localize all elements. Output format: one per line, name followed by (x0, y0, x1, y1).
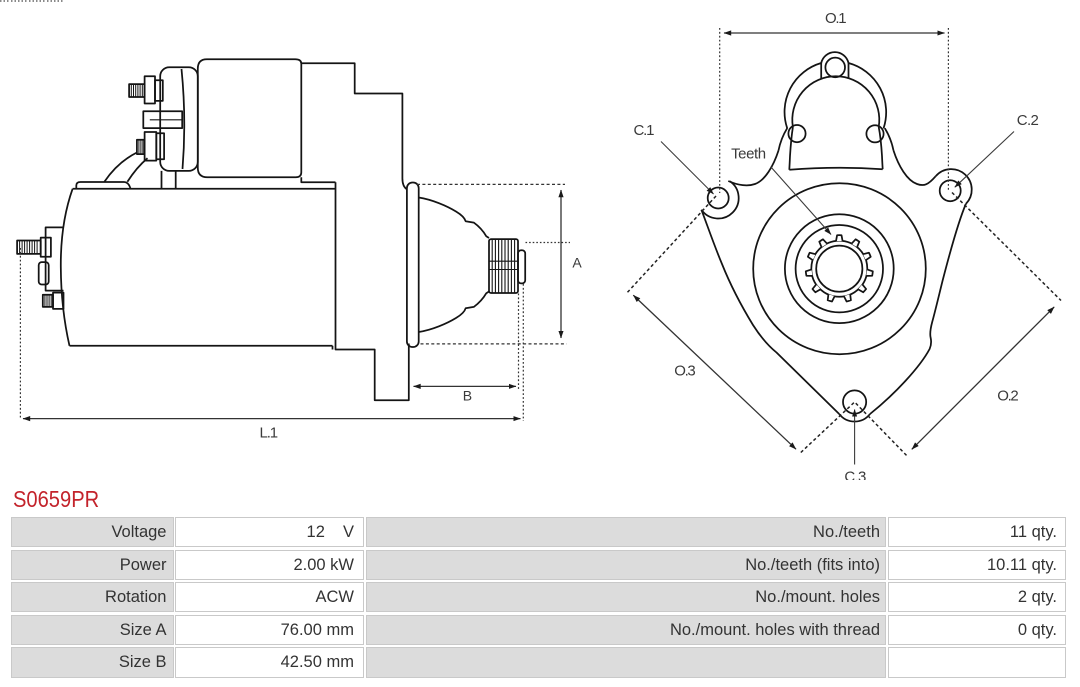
svg-text:C.2: C.2 (1017, 112, 1039, 129)
svg-text:A: A (572, 255, 582, 271)
svg-text:O.2: O.2 (997, 388, 1019, 405)
svg-text:Teeth: Teeth (731, 146, 766, 163)
svg-text:O.3: O.3 (674, 363, 696, 380)
svg-text:O.1: O.1 (825, 10, 847, 27)
svg-text:B: B (463, 388, 472, 404)
svg-text:C.3: C.3 (844, 468, 866, 480)
svg-text:L.1: L.1 (260, 425, 279, 442)
svg-text:C.1: C.1 (634, 122, 655, 139)
